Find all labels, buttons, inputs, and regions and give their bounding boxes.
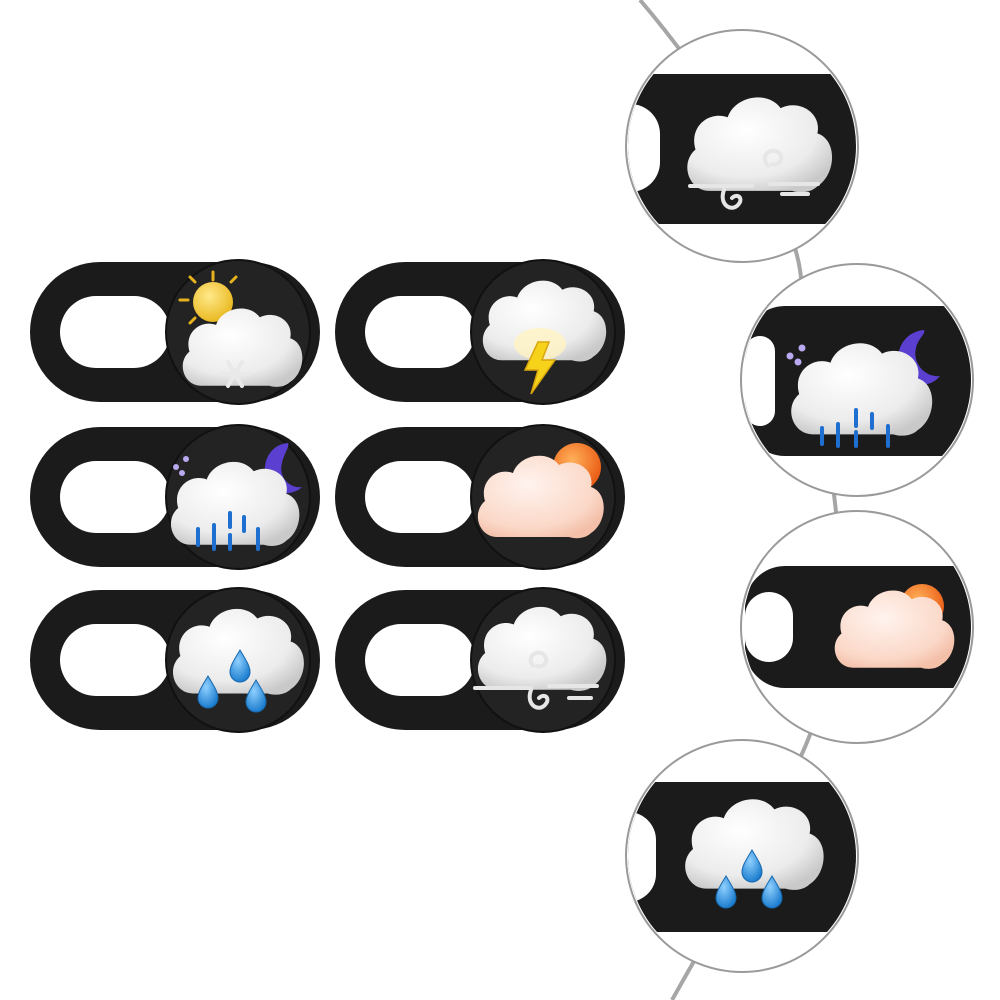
rain-icon xyxy=(196,511,260,551)
sun-icon xyxy=(193,282,233,322)
sticker-snow-sun xyxy=(29,259,321,405)
sticker-sunset xyxy=(334,424,626,570)
raindrop-icon xyxy=(197,649,267,713)
sticker-thunder xyxy=(334,259,626,405)
snowflake-icon xyxy=(219,360,251,388)
zoom-callout-fog xyxy=(625,29,859,263)
sticker-moon-rain xyxy=(29,424,321,570)
lightning-icon xyxy=(523,341,557,395)
zoom-callout-rain-drops xyxy=(625,739,859,973)
sticker-rain-drops xyxy=(29,587,321,733)
fog-icon xyxy=(473,650,599,710)
sticker-fog xyxy=(334,587,626,733)
zoom-callout-sunset xyxy=(740,510,974,744)
zoom-callout-moon-rain xyxy=(740,263,974,497)
